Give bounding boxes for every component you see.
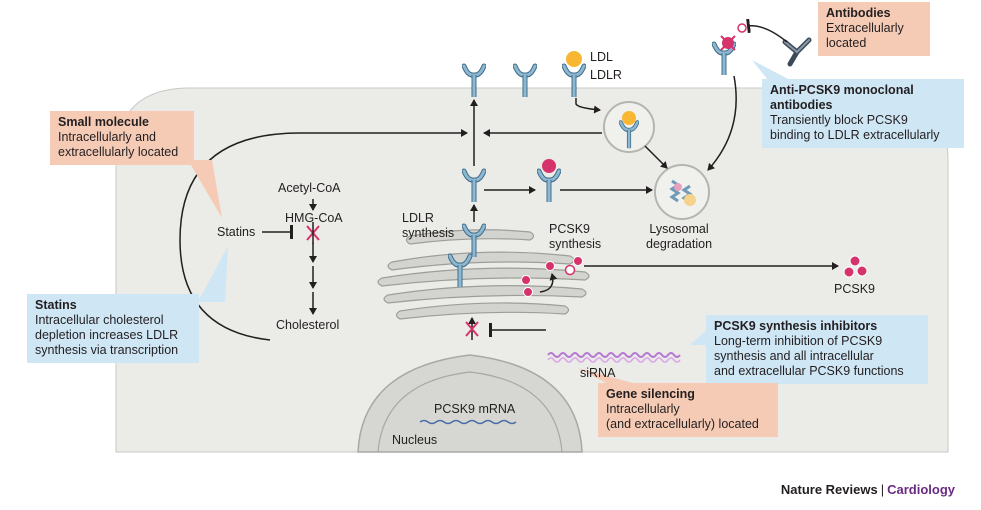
gene-silencing-text-1: Intracellularly bbox=[606, 402, 680, 416]
hmg-coa-label: HMG-CoA bbox=[285, 211, 343, 225]
statins-text-1: Intracellular cholesterol bbox=[35, 313, 164, 327]
small-molecule-text-1: Intracellularly and bbox=[58, 130, 156, 144]
synthesis-inhibitors-title: PCSK9 synthesis inhibitors bbox=[714, 319, 878, 333]
journal-credit: Nature Reviews|Cardiology bbox=[781, 482, 955, 497]
statins-title: Statins bbox=[35, 298, 77, 312]
synthesis-inhibitors-text-3: and extracellular PCSK9 functions bbox=[714, 364, 904, 378]
lysosome bbox=[654, 164, 710, 220]
statins-label: Statins bbox=[217, 225, 256, 239]
anti-pcsk9-callout: Anti-PCSK9 monoclonal antibodies Transie… bbox=[762, 79, 964, 148]
anti-pcsk9-pointer bbox=[752, 60, 790, 80]
ldlr-synthesis-label: LDLR synthesis bbox=[402, 211, 455, 240]
acetyl-coa-label: Acetyl-CoA bbox=[278, 181, 341, 195]
statins-text-2: depletion increases LDLR bbox=[35, 328, 179, 342]
lysosomal-degradation-label: Lysosomal degradation bbox=[646, 222, 713, 251]
statins-text-3: synthesis via transcription bbox=[35, 343, 179, 357]
pcsk9-mrna-strand bbox=[419, 419, 517, 425]
small-molecule-text-2: extracellularly located bbox=[58, 145, 179, 159]
journal-subject: Cardiology bbox=[887, 482, 955, 497]
nucleus-label: Nucleus bbox=[392, 433, 438, 447]
statins-pointer bbox=[198, 246, 228, 302]
statins-callout: Statins Intracellular cholesterol deplet… bbox=[27, 294, 199, 363]
cholesterol-label: Cholesterol bbox=[276, 318, 340, 332]
anti-pcsk9-title: Anti-PCSK9 monoclonal bbox=[770, 83, 914, 97]
ldlr-label: LDLR bbox=[590, 68, 622, 82]
endosome bbox=[603, 101, 655, 153]
small-molecule-pointer bbox=[188, 160, 222, 218]
ldl-particle-icon bbox=[566, 51, 582, 67]
pcsk9-label: PCSK9 bbox=[834, 282, 875, 296]
endoplasmic-reticulum-golgi bbox=[377, 229, 590, 320]
journal-name: Nature Reviews bbox=[780, 482, 878, 497]
antibodies-title: Antibodies bbox=[826, 6, 891, 20]
antibodies-callout: Antibodies Extracellularly located bbox=[818, 2, 930, 56]
ldlr-receptor-pcsk9-bound bbox=[714, 44, 734, 75]
antibody-icon bbox=[782, 37, 812, 67]
antibodies-text-1: Extracellularly bbox=[826, 21, 904, 35]
gene-silencing-callout: Gene silencing Intracellularly (and extr… bbox=[598, 383, 778, 437]
sirna-label: siRNA bbox=[580, 366, 616, 380]
synthesis-inhibitors-text-1: Long-term inhibition of PCSK9 bbox=[714, 334, 883, 348]
anti-pcsk9-text-2: binding to LDLR extracellularly bbox=[770, 128, 940, 142]
pcsk9-synthesis-label: PCSK9 synthesis bbox=[549, 222, 602, 251]
pcsk9-mrna-label: PCSK9 mRNA bbox=[434, 402, 516, 416]
small-molecule-callout: Small molecule Intracellularly and extra… bbox=[50, 111, 194, 165]
small-molecule-title: Small molecule bbox=[58, 115, 150, 129]
journal-separator: | bbox=[880, 482, 885, 497]
nucleus bbox=[357, 354, 583, 453]
anti-pcsk9-title-2: antibodies bbox=[770, 98, 833, 112]
gene-silencing-text-2: (and extracellularly) located bbox=[606, 417, 759, 431]
antibodies-text-2: located bbox=[826, 36, 867, 50]
sirna-strand bbox=[547, 352, 681, 358]
anti-pcsk9-text-1: Transiently block PCSK9 bbox=[770, 113, 908, 127]
gene-silencing-title: Gene silencing bbox=[606, 387, 695, 401]
pcsk9-secreted-icon bbox=[843, 255, 868, 278]
synthesis-inhibitors-callout: PCSK9 synthesis inhibitors Long-term inh… bbox=[706, 315, 928, 384]
synthesis-inhibitors-text-2: synthesis and all intracellular bbox=[714, 349, 874, 363]
ldl-label: LDL bbox=[590, 50, 613, 64]
gene-silencing-pointer bbox=[578, 368, 640, 385]
